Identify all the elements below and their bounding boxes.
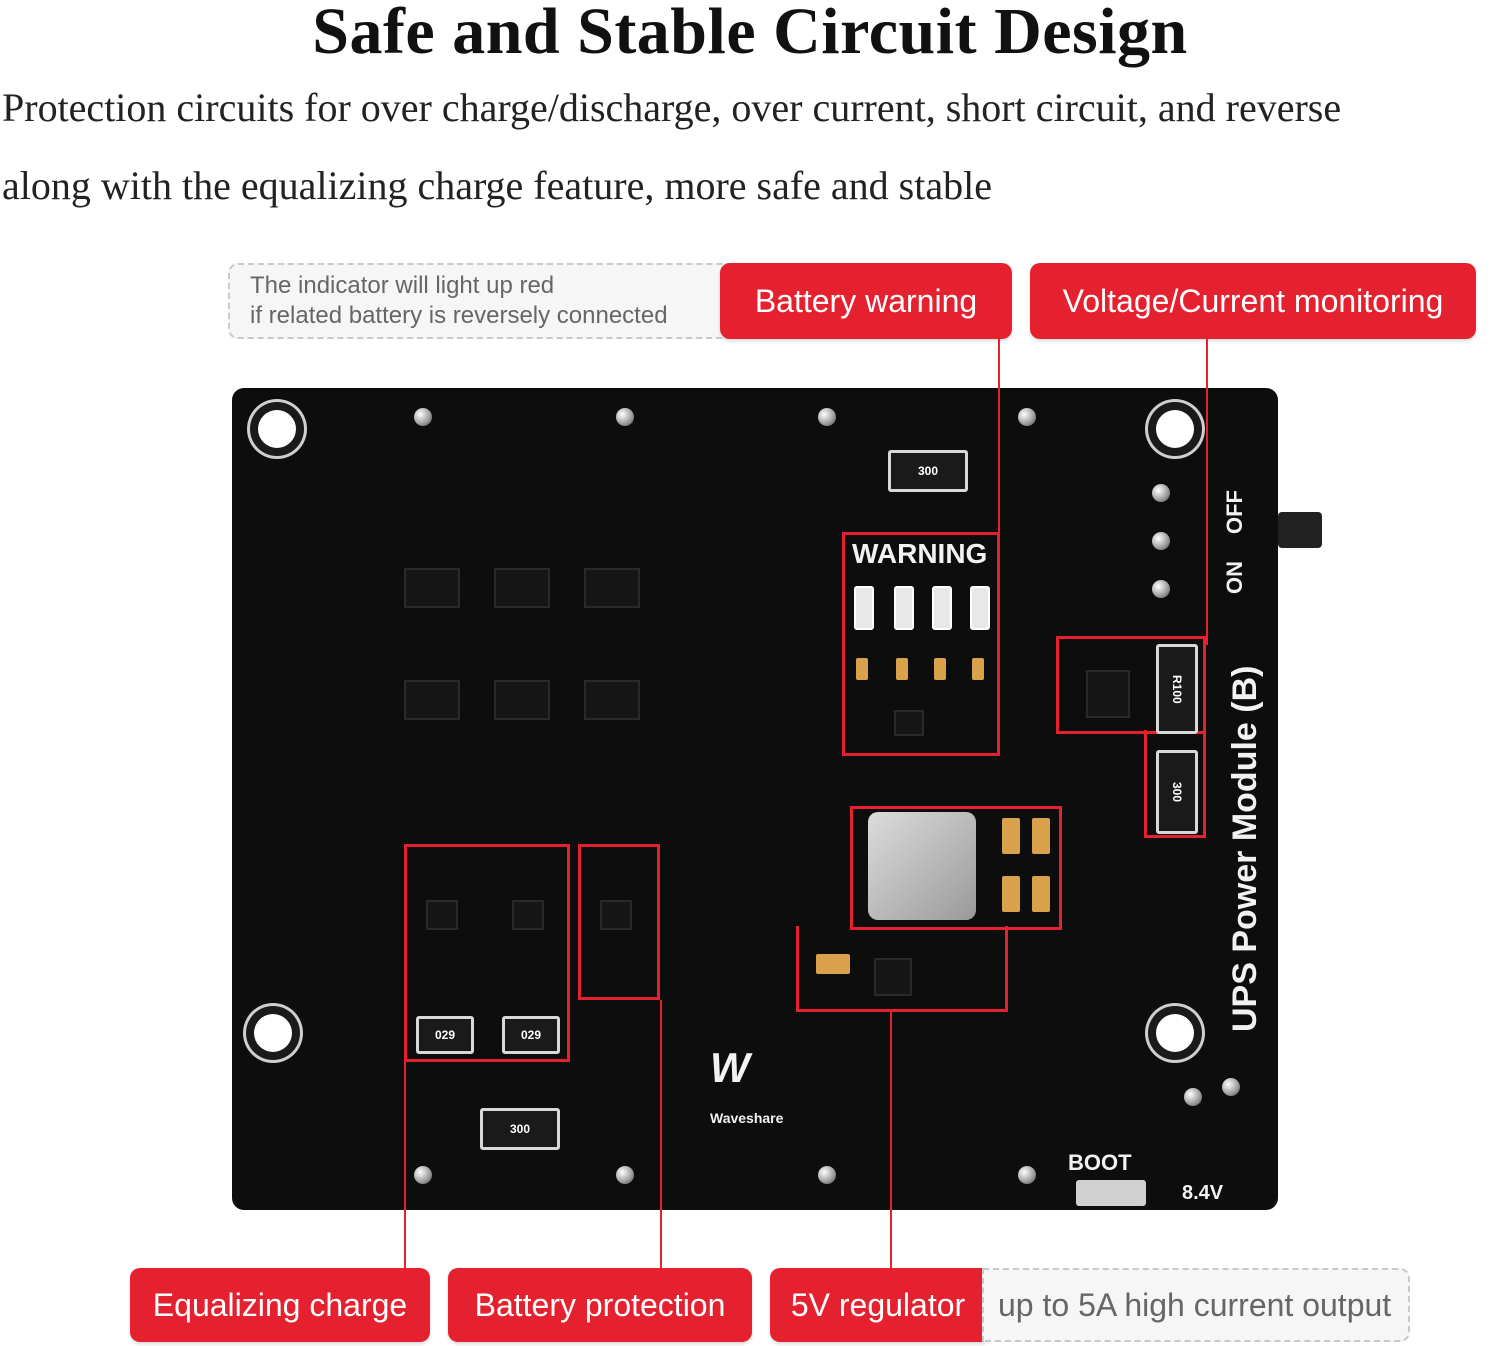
ic-chip (600, 900, 632, 930)
ic-chip (426, 900, 458, 930)
regulator-label: 5V regulator (770, 1268, 986, 1342)
boot-button[interactable] (1076, 1180, 1146, 1206)
regulator-box-upper (850, 806, 1062, 930)
mount-hole (1156, 410, 1194, 448)
ic-chip (584, 680, 640, 720)
via (1152, 484, 1170, 502)
via (414, 1166, 432, 1184)
smd-pad (856, 658, 868, 680)
ic-chip (1086, 670, 1130, 718)
leader-line-regulator (890, 1012, 892, 1268)
ic-chip (404, 568, 460, 608)
battery-warning-note-line2: if related battery is reversely connecte… (250, 302, 668, 329)
battery-protection-box (578, 844, 660, 1000)
equalizing-charge-label: Equalizing charge (130, 1268, 430, 1342)
boot-label: BOOT (1068, 1150, 1132, 1175)
switch-on-label: ON (1222, 561, 1247, 594)
ic-chip (494, 568, 550, 608)
resistor-029: 029 (502, 1016, 560, 1054)
via (1152, 580, 1170, 598)
regulator-box-lower (796, 926, 1008, 1012)
via (818, 1166, 836, 1184)
resistor-300: 300 (1156, 750, 1198, 834)
via (414, 408, 432, 426)
warning-led (894, 586, 914, 630)
battery-protection-label: Battery protection (448, 1268, 752, 1342)
voltage-label: 8.4V (1182, 1182, 1224, 1204)
warning-led (854, 586, 874, 630)
ic-chip (494, 680, 550, 720)
leader-line-warning (998, 339, 1000, 557)
warning-led (932, 586, 952, 630)
monitor-box-upper (1056, 636, 1206, 734)
via (1018, 1166, 1036, 1184)
via (1184, 1088, 1202, 1106)
monitor-box-lower (1144, 730, 1206, 838)
warning-led (970, 586, 990, 630)
ic-chip (584, 568, 640, 608)
capacitor (1032, 876, 1050, 912)
power-switch[interactable] (1278, 512, 1322, 548)
ic-chip (874, 958, 912, 996)
via (616, 408, 634, 426)
mount-hole (254, 1014, 292, 1052)
ic-chip (894, 710, 924, 736)
regulator-note: up to 5A high current output (982, 1268, 1410, 1342)
leader-line-equalizing (404, 1062, 406, 1268)
capacitor (816, 954, 850, 974)
switch-off-label: OFF (1222, 490, 1247, 534)
via (616, 1166, 634, 1184)
ic-chip (512, 900, 544, 930)
leader-line-protection (660, 1000, 662, 1268)
equalizing-charge-box (404, 844, 570, 1062)
leader-line-monitor (1206, 339, 1208, 645)
smd-pad (972, 658, 984, 680)
capacitor (1002, 818, 1020, 854)
battery-warning-label: Battery warning (720, 263, 1012, 339)
inductor (868, 812, 976, 920)
module-name-label: UPS Power Module (B) (1226, 665, 1264, 1032)
mount-hole (258, 410, 296, 448)
waveshare-logo: W (710, 1044, 750, 1091)
smd-pad (896, 658, 908, 680)
brand-name: Waveshare (710, 1110, 784, 1126)
via (1222, 1078, 1240, 1096)
battery-warning-note-line1: The indicator will light up red (250, 272, 555, 299)
capacitor (1002, 876, 1020, 912)
via (1152, 532, 1170, 550)
via (818, 408, 836, 426)
description-line-1: Protection circuits for over charge/disc… (2, 85, 1342, 130)
resistor-r100: R100 (1156, 644, 1198, 734)
pcb-board: 300 WARNING R100 300 ON OFF UPS Power Mo… (232, 388, 1322, 1210)
via (1018, 408, 1036, 426)
smd-pad (934, 658, 946, 680)
mount-hole (1156, 1014, 1194, 1052)
ic-chip (404, 680, 460, 720)
resistor-300-bottom: 300 (480, 1108, 560, 1150)
warning-leds-box (842, 532, 1000, 756)
page-title: Safe and Stable Circuit Design (312, 0, 1188, 68)
warning-text: WARNING (852, 538, 988, 569)
resistor-029: 029 (416, 1016, 474, 1054)
description-line-2: along with the equalizing charge feature… (2, 163, 992, 208)
capacitor (1032, 818, 1050, 854)
battery-warning-note: The indicator will light up red if relat… (228, 263, 748, 339)
resistor-300-top: 300 (888, 450, 968, 492)
voltage-current-label: Voltage/Current monitoring (1030, 263, 1476, 339)
